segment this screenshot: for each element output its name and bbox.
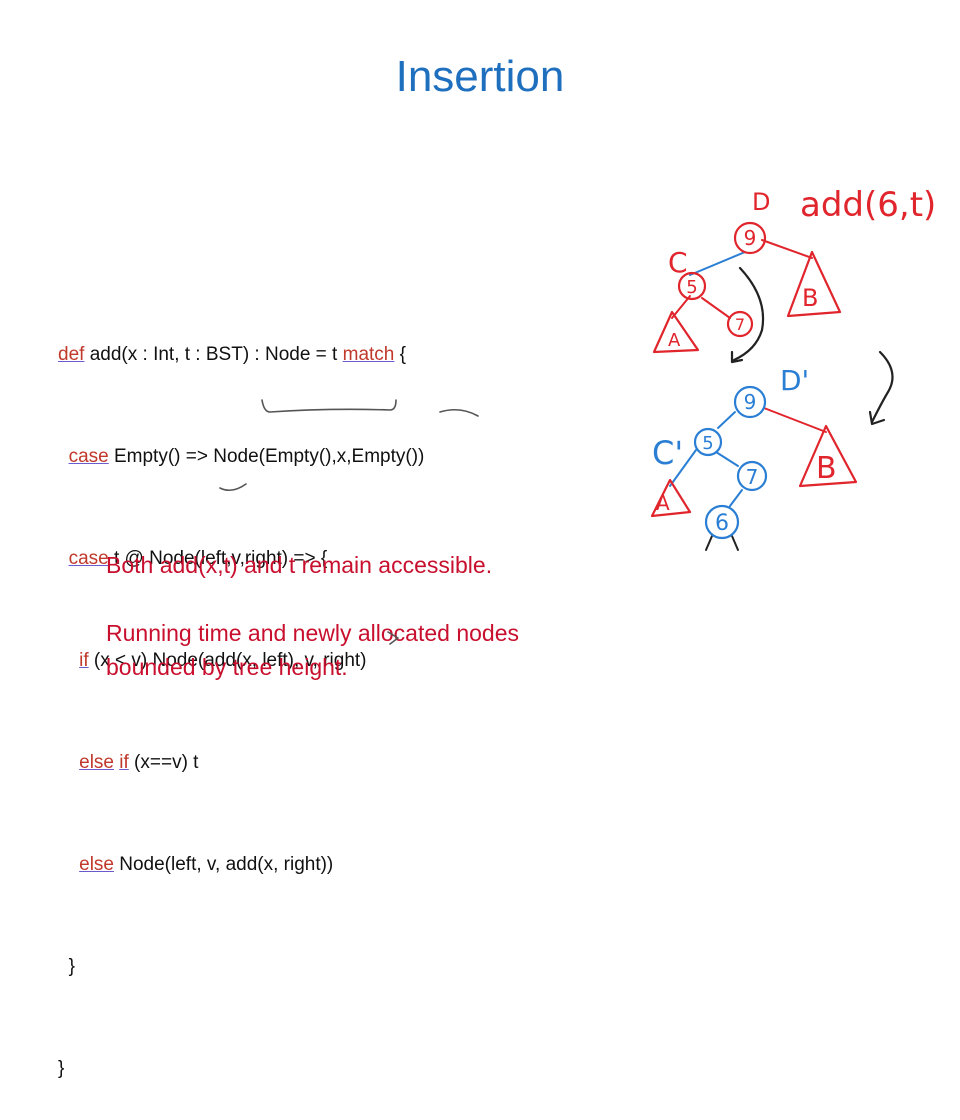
- edge: [763, 407, 827, 433]
- new-tree: 9 5 7 6 A B C': [650, 385, 858, 551]
- underline-marks: [219, 399, 479, 645]
- edge: [761, 239, 813, 259]
- node-label: 6: [715, 511, 729, 536]
- code-text: {: [394, 344, 406, 365]
- note-line-1: Both add(x,t) and t remain accessible.: [106, 552, 493, 578]
- label-b: B: [802, 284, 818, 312]
- subtree-triangle: [786, 250, 842, 318]
- edge: [671, 295, 691, 319]
- node-label: 9: [744, 226, 757, 250]
- node-label: 5: [686, 277, 697, 298]
- label-d-prime: D': [780, 364, 809, 397]
- keyword-else[interactable]: else: [79, 854, 114, 875]
- tree-node: [733, 385, 767, 419]
- node-label: 9: [744, 390, 757, 414]
- label-b-prime: B: [816, 451, 837, 486]
- edge: [715, 451, 739, 467]
- node-label: 7: [746, 465, 759, 489]
- code-text: }: [58, 1058, 65, 1079]
- call-annotation: add(6,t): [800, 185, 936, 225]
- code-text: Empty() => Node(Empty(),x,Empty()): [108, 446, 425, 467]
- edge: [689, 251, 746, 276]
- edge: [701, 297, 731, 319]
- code-line-3: case t @ Node(left,v,right) => {: [58, 542, 424, 576]
- note-line-2: Running time and newly allocated nodes: [106, 620, 519, 646]
- label-d: D: [752, 188, 770, 216]
- code-text: Node(left, v, add(x, right)): [113, 854, 334, 875]
- keyword-case[interactable]: case: [68, 548, 109, 569]
- code-line-5: else if (x==v) t: [58, 746, 424, 780]
- edge: [717, 411, 736, 429]
- subtree-triangle: [798, 424, 858, 488]
- code-text: }: [68, 956, 75, 977]
- subtree-triangle: [650, 478, 692, 518]
- arrowhead-icon: [868, 410, 886, 426]
- label-a: A: [668, 330, 681, 351]
- keyword-else[interactable]: else: [79, 752, 114, 773]
- code-text: t @ Node(left,v,right) => {: [108, 548, 328, 569]
- original-tree: 9 5 7 A B C: [652, 221, 842, 354]
- tree-node: [736, 460, 768, 492]
- code-line-1: def add(x : Int, t : BST) : Node = t mat…: [58, 338, 424, 372]
- code-text: (x < v) Node(add(x, left), v, right): [88, 650, 367, 671]
- keyword-def[interactable]: def: [58, 344, 85, 365]
- leaf-edge: [705, 535, 713, 551]
- underline-brace: [261, 399, 397, 413]
- label-c: C: [668, 246, 688, 279]
- tree-node: [704, 504, 740, 540]
- underline-tilde-2: [219, 483, 247, 492]
- subtree-triangle: [652, 310, 700, 354]
- curved-arrow-icon: [870, 350, 894, 424]
- label-a-prime: A: [656, 491, 670, 515]
- arrowhead-icon: [730, 350, 744, 364]
- node-label: 5: [702, 433, 713, 454]
- code-line-2: case Empty() => Node(Empty(),x,Empty()): [58, 440, 425, 474]
- tree-node: [726, 310, 754, 338]
- keyword-case[interactable]: case: [68, 446, 109, 467]
- edge: [729, 489, 743, 507]
- leaf-edge: [731, 535, 739, 551]
- tree-node: [733, 221, 767, 255]
- notes: Both add(x,t) and t remain accessible. R…: [106, 548, 519, 684]
- label-c-prime: C': [652, 434, 683, 472]
- tree-node: [677, 271, 707, 301]
- page-title: Insertion: [395, 52, 565, 101]
- code-text: (x==v) t: [128, 752, 199, 773]
- code-text: add(x : Int, t : BST) : Node = t: [84, 344, 343, 365]
- code-line-8: }: [58, 1052, 424, 1086]
- keyword-if[interactable]: if: [79, 650, 89, 671]
- code-line-6: else Node(left, v, add(x, right)): [58, 848, 424, 882]
- code-line-4: if (x < v) Node(add(x, left), v, right): [58, 644, 424, 678]
- curved-arrow-icon: [732, 266, 765, 362]
- underline-tilde: [439, 408, 479, 417]
- tree-node: [693, 427, 723, 457]
- note-line-3: bounded by tree height.: [106, 654, 348, 680]
- arrows: [730, 266, 894, 426]
- code-line-7: }: [58, 950, 424, 984]
- keyword-if[interactable]: if: [119, 752, 129, 773]
- keyword-match[interactable]: match: [342, 344, 395, 365]
- node-label: 7: [735, 315, 745, 334]
- edge: [669, 449, 697, 487]
- handwritten-diagram: D add(6,t) 9 5 7 A B C D' 9: [219, 185, 936, 645]
- caret-mark: [387, 631, 399, 645]
